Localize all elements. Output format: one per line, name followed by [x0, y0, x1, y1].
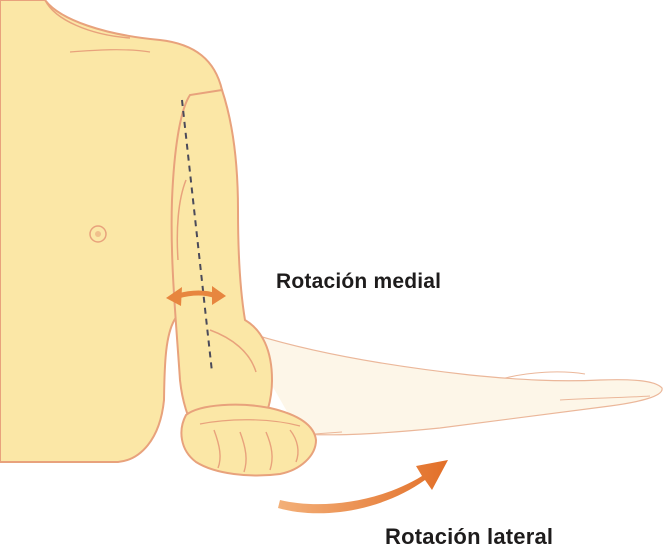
medial-rotation-label: Rotación medial	[276, 270, 441, 294]
lateral-rotation-label: Rotación lateral	[385, 524, 553, 550]
outstretched-forearm	[240, 330, 662, 435]
upper-arm	[172, 90, 272, 432]
lateral-rotation-arrow	[278, 460, 448, 513]
